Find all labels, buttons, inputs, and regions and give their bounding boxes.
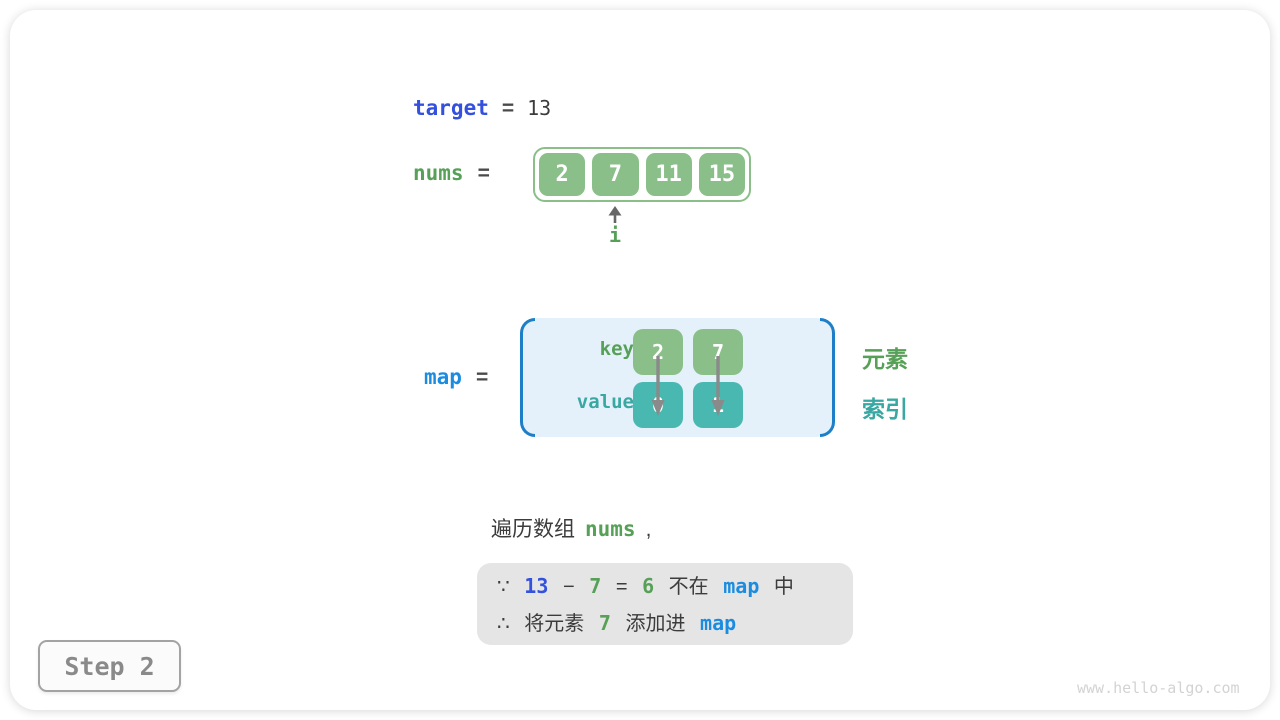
target-row: target = 13 — [413, 96, 551, 121]
key-value-arrow-icon — [711, 356, 725, 416]
watermark: www.hello-algo.com — [1077, 679, 1240, 697]
array-cell: 11 — [645, 153, 692, 196]
array-cell: 2 — [539, 153, 586, 196]
nums-label-row: nums = — [413, 161, 490, 186]
map-equals: = — [475, 366, 489, 389]
key-value-arrow-icon — [651, 356, 665, 416]
map-label: map — [424, 365, 462, 389]
note-element-value: 7 — [589, 574, 602, 598]
map-key-cell: 7 — [693, 329, 743, 375]
bracket-right-icon — [820, 318, 835, 437]
index-pointer-label: i — [608, 223, 622, 247]
map-container: key value 2 7 0 1 — [520, 318, 835, 437]
target-equals: = — [501, 97, 515, 120]
index-pointer: i — [607, 206, 623, 245]
value-row-label: value — [576, 391, 634, 413]
equals-sign: = — [615, 576, 628, 598]
note-line-2: ∴ 将元素 7 添加进 map — [497, 605, 833, 642]
therefore-symbol: ∴ — [497, 613, 510, 635]
nums-array: 2 7 11 15 — [533, 147, 751, 202]
nums-equals: = — [477, 162, 490, 185]
note-diff-value: 6 — [642, 574, 655, 598]
note-line-1: ∵ 13 − 7 = 6 不在 map 中 — [497, 568, 833, 605]
note-add-verb: 添加进 — [625, 613, 686, 635]
map-label-row: map = — [424, 365, 488, 390]
caption: 遍历数组 nums , — [491, 513, 651, 543]
note-map-ref: map — [700, 611, 737, 635]
because-symbol: ∵ — [497, 576, 510, 598]
caption-code: nums — [585, 517, 636, 541]
element-side-label: 元素 — [862, 346, 908, 372]
nums-label: nums — [413, 161, 464, 185]
arrow-up-icon — [608, 206, 622, 223]
key-row-label: key — [599, 338, 634, 360]
note-add-prefix: 将元素 — [524, 613, 585, 635]
note-not-in-text: 不在 — [668, 576, 709, 598]
caption-prefix: 遍历数组 — [491, 518, 575, 541]
index-side-label: 索引 — [862, 396, 908, 422]
bracket-left-icon — [520, 318, 535, 437]
step-badge: Step 2 — [38, 640, 181, 692]
array-cell: 7 — [592, 153, 639, 196]
target-value: 13 — [527, 96, 552, 120]
note-added-value: 7 — [598, 611, 611, 635]
target-label: target — [413, 96, 489, 120]
array-cell: 15 — [698, 153, 745, 196]
minus-sign: − — [562, 576, 575, 598]
note-map-ref: map — [723, 574, 760, 598]
note-target-value: 13 — [524, 574, 549, 598]
note-box: ∵ 13 − 7 = 6 不在 map 中 ∴ 将元素 7 添加进 map — [477, 563, 853, 645]
caption-comma: , — [645, 518, 652, 541]
note-in-suffix: 中 — [773, 576, 794, 598]
